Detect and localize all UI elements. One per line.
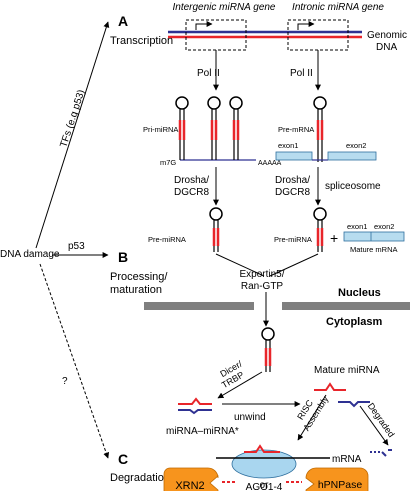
ago-label: AGO1-4 (246, 482, 283, 491)
drosha-left-label-2: DGCR8 (174, 187, 209, 198)
pri-mirna-label: Pri-miRNA (143, 125, 178, 134)
drosha-right-label-2: DGCR8 (275, 187, 310, 198)
pre-mirna-right-hairpin (313, 207, 327, 252)
degradation-dashed-arrow (39, 263, 110, 459)
hpnpase-enzyme (305, 467, 369, 491)
degraded-arrow (359, 405, 389, 446)
pol2-right-label: Pol II (290, 68, 313, 79)
stage-a-letter: A (118, 13, 128, 29)
pre-mirna-left-hairpin (209, 207, 223, 252)
mature-exon1-label: exon1 (347, 222, 367, 231)
pre-mirna-left-label: Pre-miRNA (148, 235, 186, 244)
p53-label: p53 (68, 241, 85, 252)
tfs-arrow (35, 21, 110, 249)
stage-c-name: Degradation (110, 472, 170, 484)
unwind-label: unwind (234, 412, 266, 423)
stage-a-name: Transcription (110, 35, 173, 47)
mature-mrna-bar (343, 231, 405, 242)
pre-mrna-exon2 (327, 151, 377, 161)
genomic-dna-label-line1: Genomic (367, 30, 407, 41)
hpnpase-label: hPNPase (318, 479, 363, 491)
mature-exon2-label: exon2 (374, 222, 394, 231)
nuclear-membrane-left (144, 302, 254, 310)
stage-c-letter: C (118, 451, 128, 467)
mature-mirna-strand (314, 382, 346, 391)
risc-arrow (297, 394, 327, 441)
stage-b-name-2: maturation (110, 284, 162, 296)
mature-mirna-label: Mature miRNA (314, 365, 380, 376)
intronic-gene-label: Intronic miRNA gene (292, 2, 384, 13)
exportin-label-1: Exportin5/ (239, 269, 284, 280)
intronic-hairpin (313, 96, 327, 162)
passenger-strand (338, 401, 370, 408)
pre-mrna-exon2-label: exon2 (346, 141, 366, 150)
intergenic-promoter-arrow (195, 21, 213, 30)
dicer-arrow (217, 371, 263, 399)
pri-mirna-hairpin-1 (175, 96, 189, 160)
converge-left-line (215, 253, 265, 277)
drosha-right-label-1: Drosha/ (275, 175, 310, 186)
loaded-mirna-strand (244, 444, 280, 453)
nucleus-label: Nucleus (338, 287, 381, 299)
pre-mirna-right-label: Pre-miRNA (274, 235, 312, 244)
stage-b-letter: B (118, 249, 128, 265)
pri-mirna-hairpin-2 (207, 96, 221, 160)
pre-mrna-exon1 (275, 151, 313, 161)
or-label: or (260, 480, 270, 491)
mature-mrna-label: Mature mRNA (350, 245, 398, 254)
pri-mirna-hairpin-3 (229, 96, 243, 160)
ago-complex (231, 449, 297, 479)
xrn2-enzyme (163, 467, 219, 491)
stage-b-name-1: Processing/ (110, 271, 168, 283)
cap-label: m7G (160, 158, 176, 167)
nuclear-membrane-right (282, 302, 410, 310)
mrna-label: mRNA (332, 454, 362, 465)
pol2-left-label: Pol II (197, 68, 220, 79)
cytoplasm-label: Cytoplasm (326, 316, 382, 328)
pre-mrna-label: Pre-mRNA (278, 125, 314, 134)
pre-mrna-exon1-label: exon1 (278, 141, 298, 150)
question-mark: ? (62, 376, 68, 387)
intergenic-gene-label: Intergenic miRNA gene (172, 2, 275, 13)
spliceosome-label: spliceosome (325, 181, 381, 192)
plus-sign: + (330, 230, 338, 246)
degraded-fragments (370, 449, 392, 457)
genomic-dna-label-line2: DNA (376, 42, 397, 53)
intronic-promoter-arrow (297, 21, 315, 30)
mirna-duplex (178, 397, 212, 415)
polya-label: AAAAA (258, 160, 282, 167)
cytoplasm-pre-mirna-hairpin (261, 327, 275, 372)
xrn2-label: XRN2 (175, 480, 204, 491)
drosha-left-label-1: Drosha/ (174, 175, 209, 186)
dna-damage-label: DNA damage (0, 249, 60, 260)
exportin-label-2: Ran-GTP (241, 281, 284, 292)
converge-right-line (269, 253, 319, 277)
duplex-label: miRNA–miRNA* (166, 426, 239, 437)
